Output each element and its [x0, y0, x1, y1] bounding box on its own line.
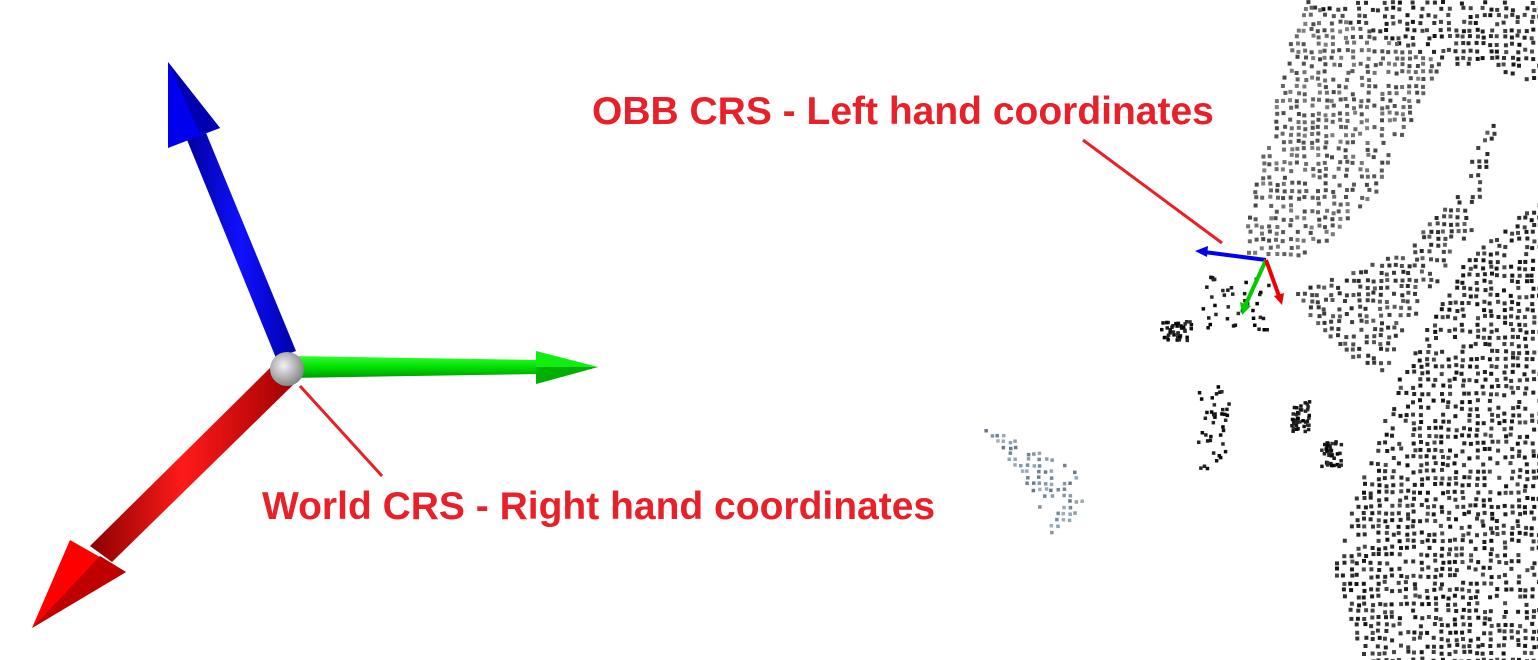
world-origin-sphere: [270, 352, 304, 386]
point-cloud-fragment: [984, 429, 1084, 535]
world-x-axis-arrow: [32, 366, 296, 628]
world-leader-line: [298, 384, 384, 478]
obb-leader-line: [1082, 138, 1223, 245]
world-y-axis-arrow: [290, 351, 598, 384]
obb-crs-label: OBB CRS - Left hand coordinates: [592, 90, 1214, 133]
world-crs-label: World CRS - Right hand coordinates: [262, 485, 936, 528]
point-cloud: [1160, 0, 1538, 660]
world-z-axis-arrow: [168, 62, 296, 358]
world-coordinate-axes: [32, 62, 598, 628]
obb-coordinate-axes: [1195, 246, 1284, 315]
